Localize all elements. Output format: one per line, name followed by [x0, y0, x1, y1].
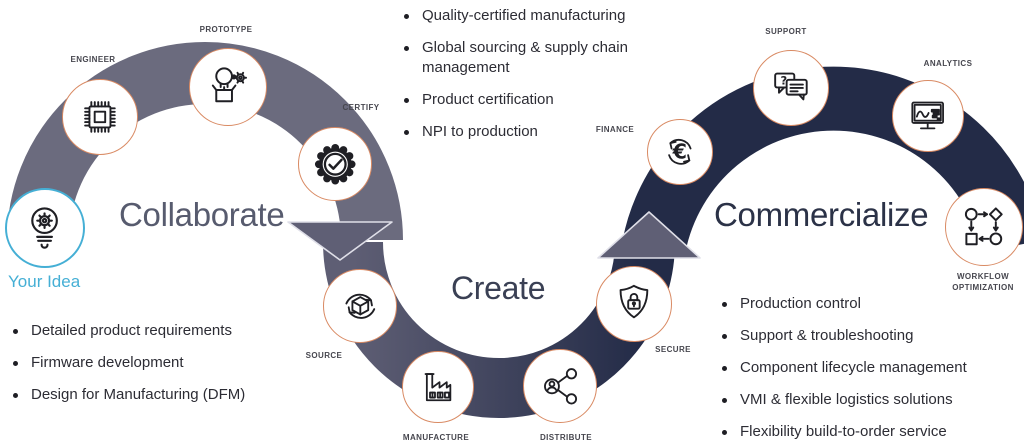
node-label-analytics: ANALYTICS [923, 59, 973, 68]
node-finance: € [647, 119, 713, 185]
list-item: Support & troubleshooting [722, 326, 1018, 346]
down-arrow [287, 221, 393, 261]
node-label-engineer: ENGINEER [70, 55, 116, 64]
list-item: Flexibility build-to-order service [722, 422, 1018, 442]
node-label-support: SUPPORT [765, 27, 807, 36]
node-label-secure: SECURE [655, 345, 691, 354]
svg-text:?: ? [781, 74, 788, 88]
list-item: Detailed product requirements [13, 321, 293, 341]
list-item-text: Quality-certified manufacturing [422, 7, 626, 24]
flowchart-icon [965, 207, 1004, 246]
node-support: ? [753, 50, 829, 126]
list-item-text: Flexibility build-to-order service [740, 423, 947, 440]
node-prototype [189, 48, 267, 126]
list-item: NPI to production [404, 122, 646, 142]
list-item: Production control [722, 294, 1018, 314]
node-source [323, 269, 397, 343]
create-capabilities-list: Quality-certified manufacturing Global s… [404, 6, 646, 154]
node-label-finance: FINANCE [595, 125, 635, 134]
stage-title-commercialize: Commercialize [714, 196, 929, 233]
bullet-dot [722, 430, 727, 435]
node-label-manufacture: MANUFACTURE [402, 433, 470, 442]
list-item: Component lifecycle management [722, 358, 1018, 378]
list-item-text: Component lifecycle management [740, 359, 967, 376]
bullet-dot [722, 334, 727, 339]
bullet-dot [404, 46, 409, 51]
bullet-dot [13, 393, 18, 398]
list-item: Design for Manufacturing (DFM) [13, 385, 293, 405]
list-item: Product certification [404, 90, 646, 110]
node-engineer [62, 79, 138, 155]
list-item: Firmware development [13, 353, 293, 373]
node-label-prototype: PROTOTYPE [199, 25, 253, 34]
list-item: VMI & flexible logistics solutions [722, 390, 1018, 410]
euro-cycle-arrows-icon: € [668, 139, 692, 165]
list-item-text: Detailed product requirements [31, 322, 232, 339]
bullet-dot [722, 366, 727, 371]
node-manufacture [402, 351, 474, 423]
node-analytics [892, 80, 964, 152]
lightbulb-gear-icon [31, 207, 59, 250]
bullet-dot [13, 329, 18, 334]
chat-bubbles-icon: ? [774, 72, 808, 101]
node-label-workflow-optimization: WORKFLOW OPTIMIZATION [952, 272, 1014, 292]
list-item-text: Global sourcing & supply chain managemen… [422, 39, 628, 76]
monitor-chart-icon [911, 101, 945, 130]
list-item-text: NPI to production [422, 123, 538, 140]
list-item-text: Production control [740, 295, 861, 312]
chip-icon [84, 101, 116, 133]
list-item-text: Firmware development [31, 354, 184, 371]
bullet-dot [404, 14, 409, 19]
commercialize-capabilities-list: Production control Support & troubleshoo… [722, 294, 1018, 448]
certified-seal-check-icon [314, 143, 356, 185]
box-cycle-arrows-icon [345, 293, 375, 319]
factory-icon [424, 373, 452, 402]
share-network-icon [543, 367, 577, 405]
list-item-text: Support & troubleshooting [740, 327, 914, 344]
node-certify [298, 127, 372, 201]
list-item-text: Design for Manufacturing (DFM) [31, 386, 246, 403]
list-item-text: Product certification [422, 91, 554, 108]
node-label-source: SOURCE [305, 351, 343, 360]
collaborate-capabilities-list: Detailed product requirements Firmware d… [13, 321, 293, 417]
list-item: Global sourcing & supply chain managemen… [404, 38, 646, 78]
node-label-distribute: DISTRIBUTE [540, 433, 592, 442]
node-your-idea [5, 188, 85, 268]
list-item-text: VMI & flexible logistics solutions [740, 391, 953, 408]
node-workflow-optimization [945, 188, 1023, 266]
node-label-certify: CERTIFY [342, 103, 380, 112]
svg-text:€: € [672, 140, 687, 164]
start-label: Your Idea [8, 272, 81, 291]
stage-title-create: Create [451, 270, 546, 306]
node-distribute [523, 349, 597, 423]
head-gear-box-icon [212, 67, 248, 103]
node-secure [596, 266, 672, 342]
bullet-dot [722, 398, 727, 403]
stage-title-collaborate: Collaborate [119, 196, 285, 233]
bullet-dot [13, 361, 18, 366]
list-item: Quality-certified manufacturing [404, 6, 646, 26]
shield-lock-icon [619, 284, 649, 319]
bullet-dot [404, 98, 409, 103]
bullet-dot [722, 302, 727, 307]
up-arrow [597, 211, 701, 259]
bullet-dot [404, 130, 409, 135]
